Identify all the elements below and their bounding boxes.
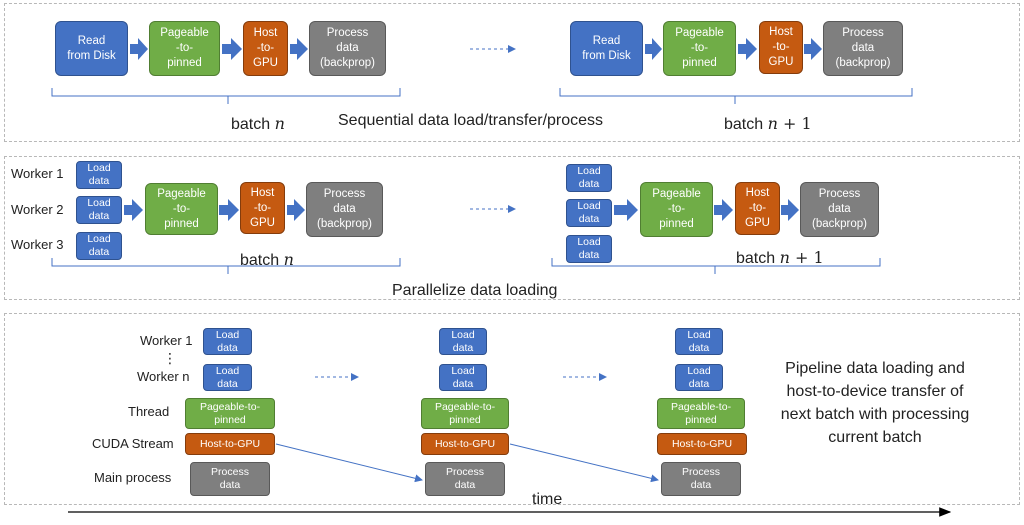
batch-n-var-p2: n xyxy=(283,250,294,269)
panel2-block-arrows xyxy=(124,199,799,221)
pageable-to-pinned-col1: Pageable-to- pinned xyxy=(185,398,275,429)
thread-row-label: Thread xyxy=(128,404,170,419)
host-to-gpu-box-p2-next: Host -to- GPU xyxy=(735,182,780,235)
brace-batch-n1 xyxy=(559,88,913,104)
process-data-col1: Process data xyxy=(190,462,270,496)
block-arrow xyxy=(645,38,662,60)
pageable-to-pinned-col2: Pageable-to- pinned xyxy=(421,398,509,429)
process-data-col3: Process data xyxy=(661,462,741,496)
host-to-gpu-box-next: Host -to- GPU xyxy=(759,21,803,74)
worker-1-row-label: Worker 1 xyxy=(140,333,193,348)
block-arrow xyxy=(130,38,148,60)
worker-3-label: Worker 3 xyxy=(11,237,64,252)
load-data-box-w3: Load data xyxy=(76,232,122,260)
host-to-gpu-col1: Host-to-GPU xyxy=(185,433,275,455)
pipeline-description: Pipeline data loading and host-to-device… xyxy=(780,360,970,446)
brace-batch-n xyxy=(51,88,401,104)
diagonal-arrow xyxy=(509,443,659,483)
block-arrow xyxy=(287,199,305,221)
worker-n-row-label: Worker n xyxy=(137,369,190,384)
batch-n1-suffix-p2: + 1 xyxy=(789,248,824,267)
host-to-gpu-col3: Host-to-GPU xyxy=(657,433,747,455)
block-arrow xyxy=(738,38,757,60)
batch-n1-var: n xyxy=(767,114,778,133)
vertical-dots: ⋮ xyxy=(163,350,177,366)
block-arrow xyxy=(290,38,308,60)
host-to-gpu-box-p2: Host -to- GPU xyxy=(240,182,285,234)
load-data-box-w1: Load data xyxy=(76,161,122,189)
brace-batch-n1-p2 xyxy=(551,258,881,274)
load-data-box-next-1: Load data xyxy=(566,164,612,192)
batch-n1-text-p2: batch xyxy=(736,250,780,267)
block-arrow xyxy=(124,199,143,221)
pageable-to-pinned-box-next: Pageable -to- pinned xyxy=(663,21,736,76)
process-data-box-p2: Process data (backprop) xyxy=(306,182,383,237)
brace-batch-n-p2 xyxy=(51,258,401,274)
parallel-title: Parallelize data loading xyxy=(392,282,558,299)
load-data-col2-wn: Load data xyxy=(439,364,487,391)
process-data-box-next: Process data (backprop) xyxy=(823,21,903,76)
load-data-col3-wn: Load data xyxy=(675,364,723,391)
pageable-to-pinned-box-p2-next: Pageable -to- pinned xyxy=(640,182,713,237)
batch-n-var: n xyxy=(274,114,285,133)
batch-n1-label-p2: batch n + 1 xyxy=(736,248,824,268)
pipeline-panel xyxy=(4,313,1020,505)
batch-n1-text: batch xyxy=(724,116,768,133)
process-data-box-p2-next: Process data (backprop) xyxy=(800,182,879,237)
batch-n1-var-p2: n xyxy=(779,248,790,267)
cuda-stream-row-label: CUDA Stream xyxy=(92,436,174,451)
pageable-to-pinned-box-p2: Pageable -to- pinned xyxy=(145,183,218,235)
block-arrow xyxy=(714,199,733,221)
worker-1-label: Worker 1 xyxy=(11,166,64,181)
host-to-gpu-box: Host -to- GPU xyxy=(243,21,288,76)
load-data-box-next-2: Load data xyxy=(566,199,612,227)
pageable-to-pinned-box: Pageable -to- pinned xyxy=(149,21,220,76)
host-to-gpu-col2: Host-to-GPU xyxy=(421,433,509,455)
batch-n-text: batch xyxy=(231,116,275,133)
read-from-disk-box: Read from Disk xyxy=(55,21,128,76)
pageable-to-pinned-col3: Pageable-to- pinned xyxy=(657,398,745,429)
batch-n-text-p2: batch xyxy=(240,252,284,269)
block-arrow xyxy=(219,199,239,221)
batch-n1-suffix: + 1 xyxy=(777,114,812,133)
read-from-disk-box-next: Read from Disk xyxy=(570,21,643,76)
block-arrow xyxy=(804,38,822,60)
batch-n1-label: batch n + 1 xyxy=(724,114,812,134)
block-arrow xyxy=(614,199,638,221)
main-process-row-label: Main process xyxy=(94,470,172,485)
sequential-panel xyxy=(4,3,1020,142)
block-arrow xyxy=(222,38,242,60)
diagonal-arrow xyxy=(275,443,423,483)
batch-n-label-p2: batch n xyxy=(240,250,294,270)
load-data-box-next-3: Load data xyxy=(566,235,612,263)
process-data-box: Process data (backprop) xyxy=(309,21,386,76)
process-data-col2: Process data xyxy=(425,462,505,496)
load-data-col1-wn: Load data xyxy=(203,364,252,391)
worker-2-label: Worker 2 xyxy=(11,202,64,217)
batch-n-label: batch n xyxy=(231,114,285,134)
load-data-col2-w1: Load data xyxy=(439,328,487,355)
block-arrow xyxy=(781,199,799,221)
parallel-loading-panel xyxy=(4,156,1020,300)
load-data-box-w2: Load data xyxy=(76,196,122,224)
panel1-block-arrows xyxy=(130,38,822,60)
load-data-col3-w1: Load data xyxy=(675,328,723,355)
load-data-col1-w1: Load data xyxy=(203,328,252,355)
time-axis-label: time xyxy=(532,491,563,508)
sequential-title: Sequential data load/transfer/process xyxy=(338,112,604,129)
